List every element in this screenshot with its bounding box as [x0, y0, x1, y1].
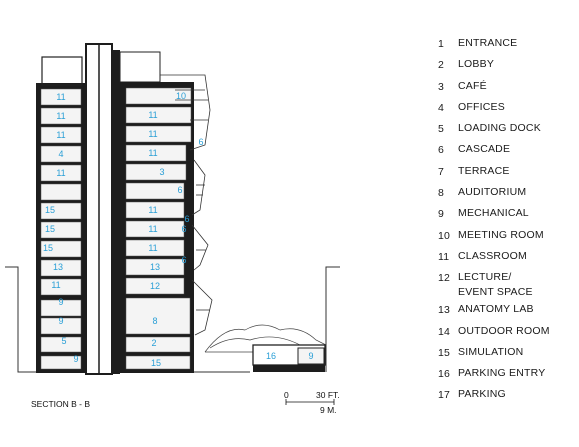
legend-label: OUTDOOR ROOM	[458, 324, 550, 337]
legend-number: 3	[438, 80, 445, 93]
room-label: 15	[45, 205, 55, 215]
legend-number: 10	[438, 229, 451, 242]
legend-item: 17 PARKING	[438, 388, 578, 410]
legend-number: 1	[438, 38, 445, 50]
room-label: 8	[152, 316, 157, 326]
room-label: 2	[151, 338, 156, 348]
legend-number: 2	[438, 59, 445, 72]
legend-item: 10 MEETING ROOM	[438, 228, 578, 251]
legend-number: 12	[438, 272, 451, 285]
legend-number: 4	[438, 101, 445, 114]
legend-label: CAFÉ	[458, 79, 487, 92]
room-label: 13	[53, 262, 63, 272]
room-label: 15	[43, 243, 53, 253]
room-label: 15	[45, 224, 55, 234]
legend-label: SIMULATION	[458, 345, 524, 358]
room-label: 11	[56, 130, 65, 140]
room-label: 16	[266, 351, 276, 361]
core-shaft	[85, 43, 161, 375]
room-label: 13	[150, 262, 160, 272]
legend-number: 13	[438, 304, 451, 317]
legend-label: PARKING	[458, 388, 506, 401]
legend-label: OFFICES	[458, 100, 505, 113]
legend-number: 7	[438, 165, 445, 178]
legend-number: 14	[438, 325, 451, 338]
room-label: 6	[181, 255, 186, 265]
legend-label: ANATOMY LAB	[458, 303, 534, 316]
legend-number: 15	[438, 346, 451, 359]
scale-feet-label: 30 FT.	[316, 390, 340, 400]
room-label: 6	[198, 137, 203, 147]
legend-label: MEETING ROOM	[458, 228, 544, 241]
scale-zero: 0	[284, 390, 289, 400]
room-label: 5	[61, 336, 66, 346]
legend-number: 5	[438, 123, 445, 136]
scale-bar: 0 30 FT. 9 M.	[284, 390, 340, 415]
legend-item: 5 LOADING DOCK	[438, 122, 578, 144]
legend-item: 16 PARKING ENTRY	[438, 367, 578, 389]
legend-label: AUDITORIUM	[458, 186, 527, 199]
legend: 1 ENTRANCE 2 LOBBY 3 CAFÉ 4 OFFICES 5 LOADING DOC…	[438, 37, 578, 411]
legend-item: 12 LECTURE/ EVENT SPACE	[438, 271, 578, 304]
scale-meters-label: 9 M.	[320, 405, 337, 415]
legend-label: CASCADE	[458, 143, 511, 156]
room-label: 11	[148, 205, 157, 215]
legend-number: 6	[438, 144, 445, 157]
legend-item: 7 TERRACE	[438, 164, 578, 187]
room-label: 11	[56, 111, 65, 121]
legend-item: 2 LOBBY	[438, 58, 578, 80]
legend-label: MECHANICAL	[458, 207, 529, 220]
legend-item: 6 CASCADE	[438, 143, 578, 165]
room-label: 4	[58, 149, 63, 159]
legend-number: 8	[438, 187, 445, 200]
room-label: 11	[148, 129, 157, 139]
room-label: 11	[56, 92, 65, 102]
legend-label: CLASSROOM	[458, 249, 527, 262]
legend-item: 1 ENTRANCE	[438, 37, 578, 59]
room-label: 3	[159, 167, 164, 177]
building-section-drawing: 11 11 11 4 11 15 15 15 13 11 9 9 5 9 10 …	[5, 43, 340, 415]
legend-item: 14 OUTDOOR ROOM	[438, 324, 578, 347]
left-tower	[36, 56, 86, 373]
cascade-structure	[160, 74, 213, 336]
room-label: 11	[148, 224, 157, 234]
room-label: 6	[184, 214, 189, 224]
legend-number: 11	[438, 250, 450, 263]
room-label: 11	[148, 148, 157, 158]
room-label: 9	[58, 297, 63, 307]
legend-number: 9	[438, 208, 445, 221]
legend-number: 17	[438, 389, 451, 402]
legend-item: 9 MECHANICAL	[438, 207, 578, 229]
room-label: 12	[150, 281, 160, 291]
room-label: 15	[151, 358, 161, 368]
room-label: 6	[181, 224, 186, 234]
parking-block	[252, 344, 326, 372]
legend-item: 13 ANATOMY LAB	[438, 303, 578, 325]
room-label: 10	[176, 91, 186, 101]
room-label: 6	[177, 185, 182, 195]
room-label: 9	[308, 351, 313, 361]
room-label: 9	[58, 316, 63, 326]
legend-label: PARKING ENTRY	[458, 367, 546, 380]
legend-item: 8 AUDITORIUM	[438, 186, 578, 208]
room-label: 11	[148, 110, 157, 120]
room-label: 11	[56, 168, 65, 178]
legend-label: LOADING DOCK	[458, 122, 541, 135]
room-labels: 11 11 11 4 11 15 15 15 13 11 9 9 5 9 10 …	[43, 91, 314, 368]
legend-item: 15 SIMULATION	[438, 345, 578, 368]
legend-label: LECTURE/ EVENT SPACE	[458, 271, 533, 299]
room-label: 9	[73, 354, 78, 364]
room-label: 11	[148, 243, 157, 253]
legend-label: ENTRANCE	[458, 37, 518, 49]
legend-item: 11 CLASSROOM	[438, 249, 578, 272]
section-title: SECTION B - B	[31, 399, 90, 409]
legend-label: LOBBY	[458, 58, 495, 71]
right-tower	[120, 82, 194, 373]
legend-label: TERRACE	[458, 164, 510, 177]
legend-number: 16	[438, 368, 451, 381]
legend-item: 4 OFFICES	[438, 100, 578, 123]
room-label: 11	[51, 280, 60, 290]
legend-item: 3 CAFÉ	[438, 79, 578, 102]
